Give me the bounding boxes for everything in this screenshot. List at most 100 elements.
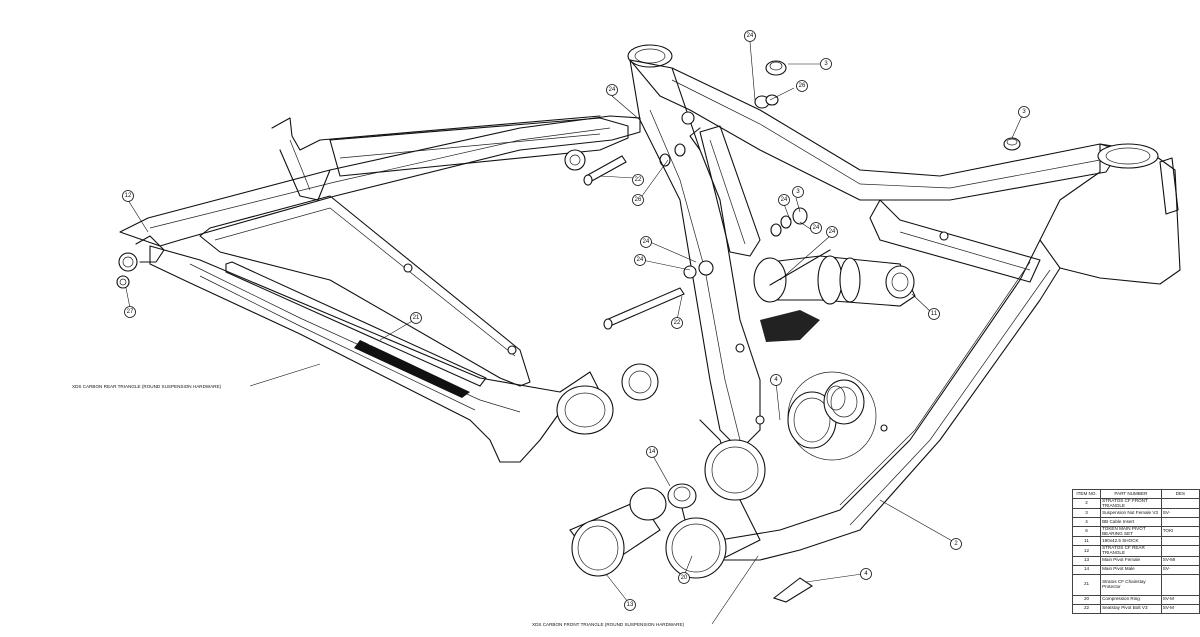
shock-pivot-hardware xyxy=(770,207,808,237)
bom-desc xyxy=(1160,497,1200,510)
rear-triangle: STRATOS CF xyxy=(116,115,659,463)
main-pivot-bolt-upper xyxy=(603,287,685,330)
callout-balloon-24: 24 xyxy=(826,226,838,238)
callout-number: 24 xyxy=(637,257,644,263)
callout-circle xyxy=(124,306,136,318)
callout-circle xyxy=(796,80,808,92)
bom-part: STRATOS CF REAR TRIANGLE xyxy=(1100,545,1162,557)
callout-number: 26 xyxy=(635,197,642,203)
bom-item: 2 xyxy=(1072,497,1102,510)
callout-circle xyxy=(744,30,756,42)
callout-circle xyxy=(640,236,652,248)
callout-circle xyxy=(810,222,822,234)
bom-part: Compression Ring xyxy=(1100,594,1162,605)
callout-balloon-22: 22 xyxy=(632,174,644,186)
callout-balloon-26: 26 xyxy=(632,194,644,206)
callout-circle xyxy=(792,186,804,198)
bom-desc: SV-MI xyxy=(1160,555,1200,566)
callout-number: 21 xyxy=(413,315,420,321)
bom-item: 3 xyxy=(1072,508,1102,519)
callout-number: 20 xyxy=(681,575,688,581)
callout-circle xyxy=(860,568,872,580)
rear-shock xyxy=(753,249,916,342)
bom-part: Main Pivot Female xyxy=(1100,555,1162,566)
bom-header-desc: DES xyxy=(1160,489,1200,499)
callout-circle xyxy=(646,446,658,458)
callout-balloon-3: 3 xyxy=(792,186,804,198)
bb-cable-insert xyxy=(772,577,814,603)
callout-balloons: 2432632422261224324242424272122114142013… xyxy=(122,30,1030,611)
bom-item: 20 xyxy=(1072,594,1102,605)
callout-balloon-21: 21 xyxy=(410,312,422,324)
rear-triangle-note: XDS CARBON REAR TRIANGLE (ROUND SUSPENSI… xyxy=(72,384,222,389)
callout-number: 22 xyxy=(674,320,681,326)
bom-item: 13 xyxy=(1072,555,1102,566)
suspension-nut-headtube xyxy=(1003,137,1021,151)
callout-circle xyxy=(678,572,690,584)
bom-item: 11 xyxy=(1072,536,1102,547)
bom-item: 21 xyxy=(1072,573,1102,596)
callout-number: 14 xyxy=(649,449,656,455)
callout-balloon-24: 24 xyxy=(606,84,618,96)
bom-item: 14 xyxy=(1072,564,1102,575)
bom-item: 12 xyxy=(1072,545,1102,557)
bom-desc: SV-M xyxy=(1160,603,1200,614)
bom-desc: TOKI xyxy=(1160,526,1200,538)
main-pivot-bearing-set xyxy=(787,371,877,461)
callout-circle xyxy=(624,599,636,611)
callout-number: 24 xyxy=(813,225,820,231)
bom-header-part: PART NUMBER xyxy=(1100,489,1162,499)
bom-part: 190x42.5 SHOCK xyxy=(1100,536,1162,547)
callout-number: 24 xyxy=(609,87,616,93)
callout-circle xyxy=(632,174,644,186)
callout-circle xyxy=(122,190,134,202)
bom-desc: SV- xyxy=(1160,564,1200,575)
washer-icon xyxy=(674,143,686,157)
callout-circle xyxy=(778,194,790,206)
main-pivot-female xyxy=(569,487,667,577)
bom-part: Suspension Nut Female V3 xyxy=(1100,508,1162,519)
callout-balloon-14: 14 xyxy=(646,446,658,458)
callout-balloon-11: 11 xyxy=(928,308,940,320)
bom-item: 4 xyxy=(1072,517,1102,528)
bom-part: Main Pivot Male xyxy=(1100,564,1162,575)
callout-circle xyxy=(928,308,940,320)
front-triangle-note: XDS CARBON FRONT TRIANGLE (ROUND SUSPENS… xyxy=(532,622,685,627)
callout-number: 4 xyxy=(774,377,778,383)
callout-number: 12 xyxy=(125,193,132,199)
callout-number: 13 xyxy=(627,602,634,608)
callout-number: 26 xyxy=(799,83,806,89)
callout-number: 24 xyxy=(829,229,836,235)
callout-balloon-22: 22 xyxy=(671,317,683,329)
callout-circle xyxy=(632,194,644,206)
callout-number: 2 xyxy=(954,541,958,547)
compression-ring xyxy=(665,517,727,579)
callout-number: 24 xyxy=(747,33,754,39)
leader-lines xyxy=(125,41,1023,625)
bom-desc xyxy=(1160,573,1200,596)
seatstay-pivot-bolt-upper xyxy=(583,155,627,186)
callout-circle xyxy=(671,317,683,329)
callout-number: 24 xyxy=(781,197,788,203)
callout-circle xyxy=(410,312,422,324)
callout-balloon-4: 4 xyxy=(860,568,872,580)
bom-desc: SV- xyxy=(1160,508,1200,519)
callout-number: 22 xyxy=(635,177,642,183)
callout-balloon-3: 3 xyxy=(820,58,832,70)
bom-part: BB Cable Insert xyxy=(1100,517,1162,528)
callout-balloon-26: 26 xyxy=(796,80,808,92)
callout-number: 3 xyxy=(1022,109,1026,115)
bom-desc xyxy=(1160,536,1200,547)
callout-number: 3 xyxy=(796,189,800,195)
main-pivot-male xyxy=(667,483,697,509)
bom-part: TOKEN MAIN PIVOT BEARING SET xyxy=(1100,526,1162,538)
callout-circle xyxy=(770,374,782,386)
callout-balloon-20: 20 xyxy=(678,572,690,584)
